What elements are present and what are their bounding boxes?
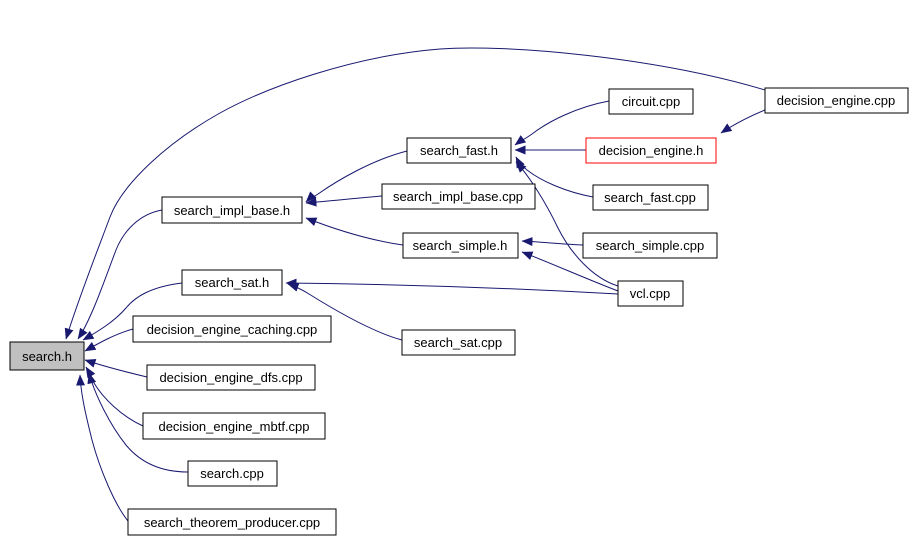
edge-search-cpp-to-search-h xyxy=(87,372,189,473)
node-search-h[interactable]: search.h xyxy=(9,341,85,371)
node-box xyxy=(401,329,516,356)
node-box xyxy=(9,341,85,371)
node-box xyxy=(142,412,326,440)
node-label: search_sat.cpp xyxy=(414,335,502,350)
node-label: search_impl_base.cpp xyxy=(393,189,523,204)
node-search-fast-h[interactable]: search_fast.h xyxy=(406,137,512,164)
node-box xyxy=(161,196,303,224)
edge-circuit-cpp-to-search-fast-h xyxy=(514,100,610,146)
node-label: search.h xyxy=(22,349,72,364)
node-box xyxy=(132,315,332,343)
node-search-sat-cpp[interactable]: search_sat.cpp xyxy=(401,329,516,356)
node-decision-engine-dfs-cpp[interactable]: decision_engine_dfs.cpp xyxy=(146,364,316,391)
edge-search-impl-base-h-to-search-h xyxy=(77,209,163,340)
node-label: decision_engine.h xyxy=(599,143,704,158)
node-box xyxy=(406,137,512,164)
node-decision-engine-caching-cpp[interactable]: decision_engine_caching.cpp xyxy=(132,315,332,343)
node-box xyxy=(582,232,718,259)
node-label: search_sat.h xyxy=(195,275,269,290)
node-label: search_simple.h xyxy=(413,238,508,253)
node-search-impl-base-cpp[interactable]: search_impl_base.cpp xyxy=(381,183,536,210)
node-label: decision_engine_caching.cpp xyxy=(147,322,318,337)
node-label: decision_engine.cpp xyxy=(777,93,896,108)
edge-vcl-cpp-to-search-fast-h xyxy=(515,161,619,287)
node-search-sat-h[interactable]: search_sat.h xyxy=(181,269,283,296)
node-vcl-cpp[interactable]: vcl.cpp xyxy=(617,280,684,307)
edge-search-sat-h-to-search-h xyxy=(82,282,183,341)
node-box xyxy=(585,137,717,164)
node-label: decision_engine_dfs.cpp xyxy=(159,370,302,385)
node-search-cpp[interactable]: search.cpp xyxy=(187,460,278,487)
node-box xyxy=(402,232,519,259)
edge-decision-engine-dfs-cpp-to-search-h xyxy=(84,359,148,378)
node-box xyxy=(381,183,536,210)
edge-decision-engine-cpp-to-decision-engine-h xyxy=(720,109,766,134)
node-decision-engine-mbtf-cpp[interactable]: decision_engine_mbtf.cpp xyxy=(142,412,326,440)
node-box xyxy=(146,364,316,391)
edge-search-sat-cpp-to-search-sat-h xyxy=(287,283,403,341)
node-decision-engine-cpp[interactable]: decision_engine.cpp xyxy=(764,87,909,114)
node-box xyxy=(181,269,283,296)
node-search-fast-cpp[interactable]: search_fast.cpp xyxy=(592,184,709,211)
node-search-impl-base-h[interactable]: search_impl_base.h xyxy=(161,196,303,224)
node-search-theorem-producer-cpp[interactable]: search_theorem_producer.cpp xyxy=(127,508,337,536)
node-box xyxy=(187,460,278,487)
node-box xyxy=(608,88,694,115)
node-label: search_simple.cpp xyxy=(596,238,704,253)
edge-layer xyxy=(64,47,766,522)
node-label: search_fast.h xyxy=(420,143,498,158)
edge-search-simple-h-to-search-impl-base-h xyxy=(305,217,404,246)
edge-search-theorem-producer-cpp-to-search-h xyxy=(76,374,129,522)
edge-search-simple-cpp-to-search-simple-h xyxy=(521,237,584,247)
edge-vcl-cpp-to-search-sat-h xyxy=(285,278,619,295)
node-label: search.cpp xyxy=(200,466,264,481)
edge-decision-engine-mbtf-cpp-to-search-h xyxy=(85,366,144,427)
node-label: search_fast.cpp xyxy=(604,190,696,205)
node-box xyxy=(764,87,909,114)
node-label: circuit.cpp xyxy=(622,94,681,109)
edge-vcl-cpp-to-search-simple-h xyxy=(521,251,619,292)
edge-search-impl-base-cpp-to-search-impl-base-h xyxy=(305,195,383,207)
node-decision-engine-h[interactable]: decision_engine.h xyxy=(585,137,717,164)
node-label: search_impl_base.h xyxy=(174,203,290,218)
node-search-simple-h[interactable]: search_simple.h xyxy=(402,232,519,259)
node-layer: search.h search_impl_base.h search_fast.… xyxy=(9,87,909,536)
edge-search-fast-cpp-to-search-fast-h xyxy=(515,156,594,198)
node-box xyxy=(127,508,337,536)
node-box xyxy=(592,184,709,211)
edge-decision-engine-cpp-to-search-h xyxy=(64,47,766,340)
node-label: decision_engine_mbtf.cpp xyxy=(158,419,309,434)
edge-decision-engine-caching-cpp-to-search-h xyxy=(84,328,134,352)
node-label: vcl.cpp xyxy=(630,286,670,301)
node-label: search_theorem_producer.cpp xyxy=(144,515,320,530)
node-circuit-cpp[interactable]: circuit.cpp xyxy=(608,88,694,115)
node-box xyxy=(617,280,684,307)
node-search-simple-cpp[interactable]: search_simple.cpp xyxy=(582,232,718,259)
